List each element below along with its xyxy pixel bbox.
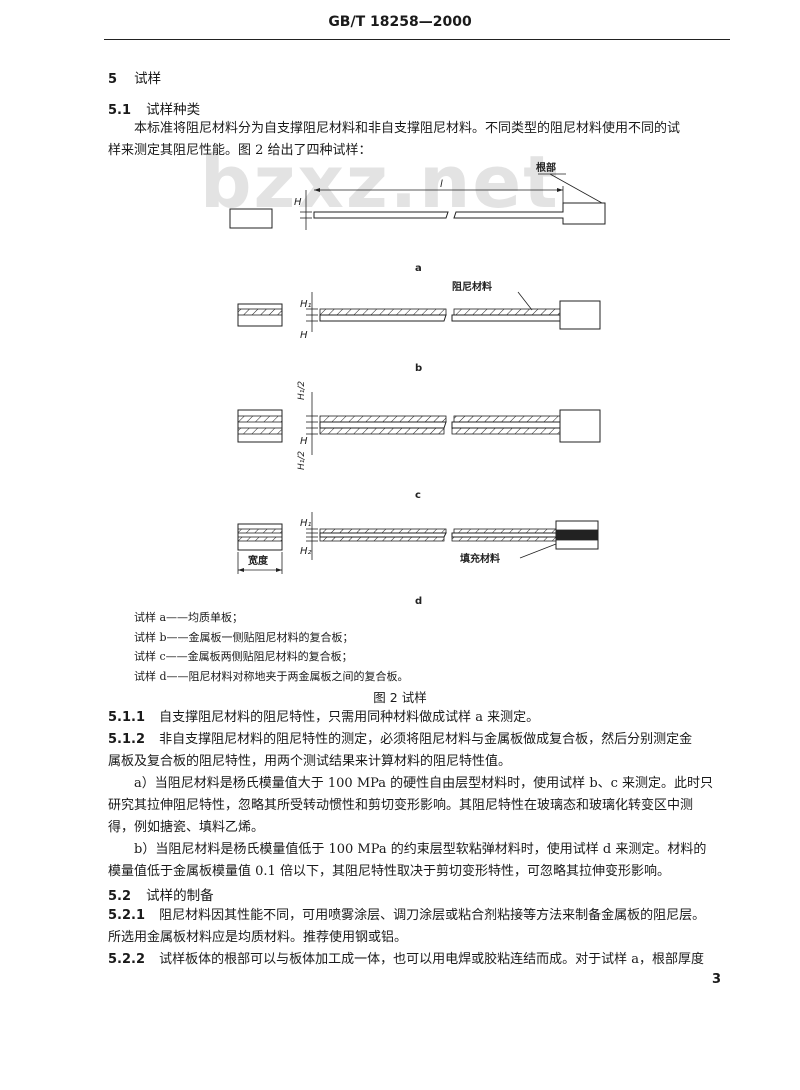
subsection-heading-5-1: 5.1 试样种类	[108, 98, 200, 118]
item-b-line: b）当阻尼材料是杨氏模量值低于 100 MPa 的约束层型软粘弹材料时，使用试样…	[134, 842, 707, 857]
section-number: 5	[108, 72, 118, 87]
thickness-label-H1: H₁	[300, 518, 312, 529]
filler-material-label: 填充材料	[460, 552, 500, 565]
clause-number: 5.1.2	[108, 732, 146, 747]
thickness-label-H: H	[300, 436, 308, 447]
paragraph-line: 本标准将阻尼材料分为自支撑阻尼材料和非自支撑阻尼材料。不同类型的阻尼材料使用不同…	[134, 121, 681, 136]
section-title: 试样	[134, 71, 162, 87]
specimen-c-label: c	[415, 490, 421, 501]
clause-5-2-2: 5.2.2 试样板体的根部可以与板体加工成一体，也可以用电焊或胶粘连结而成。对于…	[108, 949, 738, 971]
thickness-label-H: H	[300, 330, 308, 341]
figure-2-specimens: 根部 l H a H₁ H 阻尼材料 b H₁/2 H	[229, 161, 606, 607]
root-label: 根部	[536, 161, 556, 174]
figure-notes: 试样 a——均质单板； 试样 b——金属板一侧贴阻尼材料的复合板； 试样 c——…	[134, 608, 409, 686]
specimen-a-diagram	[229, 173, 606, 230]
subsection-heading-5-2: 5.2 试样的制备	[108, 884, 214, 904]
length-label: l	[440, 179, 443, 190]
clause-text: 试样板体的根部可以与板体加工成一体，也可以用电焊或胶粘连结而成。对于试样 a，根…	[159, 952, 705, 967]
clause-text: 自支撑阻尼材料的阻尼特性，只需用同种材料做成试样 a 来测定。	[159, 710, 540, 725]
clause-number: 5.1.1	[108, 710, 146, 725]
item-a-line: 得，例如搪瓷、填料乙烯。	[108, 820, 265, 835]
paragraph-line: 属板及复合板的阻尼特性，用两个测试结果来计算材料的阻尼特性值。	[108, 754, 512, 769]
subsection-number: 5.2	[108, 889, 132, 904]
section-heading: 5 试样	[108, 67, 161, 87]
note-specimen-c: 试样 c——金属板两侧贴阻尼材料的复合板；	[134, 650, 353, 663]
specimen-d-label: d	[415, 596, 422, 607]
clause-number: 5.2.2	[108, 952, 146, 967]
specimen-d-diagram	[237, 512, 599, 574]
damping-material-label: 阻尼材料	[452, 280, 492, 293]
clause-5-1-1: 5.1.1 自支撑阻尼材料的阻尼特性，只需用同种材料做成试样 a 来测定。	[108, 707, 728, 729]
note-specimen-a: 试样 a——均质单板；	[134, 611, 244, 624]
standard-code-header: GB/T 18258—2000	[328, 14, 472, 30]
thickness-label-H1-half: H₁/2	[297, 451, 307, 470]
header-rule	[104, 39, 730, 40]
thickness-label-H1: H₁	[300, 299, 312, 310]
clause-text: 非自支撑阻尼材料的阻尼特性的测定，必须将阻尼材料与金属板做成复合板，然后分别测定…	[159, 732, 693, 747]
specimen-c-diagram	[237, 392, 601, 455]
specimen-a-label: a	[415, 263, 422, 274]
thickness-label-H: H	[294, 197, 302, 208]
clause-5-2-1: 5.2.1 阻尼材料因其性能不同，可用喷雾涂层、调刀涂层或粘合剂粘接等方法来制备…	[108, 905, 728, 927]
item-a-line: a）当阻尼材料是杨氏模量值大于 100 MPa 的硬性自由层型材料时，使用试样 …	[134, 776, 714, 791]
subsection-title: 试样种类	[146, 102, 201, 118]
figure-caption: 图 2 试样	[373, 690, 427, 705]
thickness-label-H1-half: H₁/2	[297, 381, 307, 400]
paragraph-line: 所选用金属板材料应是均质材料。推荐使用钢或铝。	[108, 930, 408, 945]
width-label: 宽度	[247, 554, 269, 567]
clause-5-1-2: 5.1.2 非自支撑阻尼材料的阻尼特性的测定，必须将阻尼材料与金属板做成复合板，…	[108, 729, 728, 751]
item-b-line: 模量值低于金属板模量值 0.1 倍以下，其阻尼特性取决于剪切变形特性，可忽略其拉…	[108, 864, 670, 879]
paragraph-line: 样来测定其阻尼性能。图 2 给出了四种试样：	[108, 143, 372, 158]
specimen-b-label: b	[415, 363, 422, 374]
specimen-b-diagram	[237, 291, 601, 332]
subsection-number: 5.1	[108, 103, 132, 118]
thickness-label-H2: H₂	[300, 546, 312, 557]
note-specimen-d: 试样 d——阻尼材料对称地夹于两金属板之间的复合板。	[134, 669, 409, 683]
item-a-line: 研究其拉伸阻尼特性，忽略其所受转动惯性和剪切变形影响。其阻尼特性在玻璃态和玻璃化…	[108, 798, 694, 813]
clause-number: 5.2.1	[108, 908, 146, 923]
page-number: 3	[712, 972, 722, 987]
subsection-title: 试样的制备	[146, 888, 214, 904]
note-specimen-b: 试样 b——金属板一侧贴阻尼材料的复合板；	[134, 630, 354, 644]
clause-text: 阻尼材料因其性能不同，可用喷雾涂层、调刀涂层或粘合剂粘接等方法来制备金属板的阻尼…	[159, 908, 706, 923]
